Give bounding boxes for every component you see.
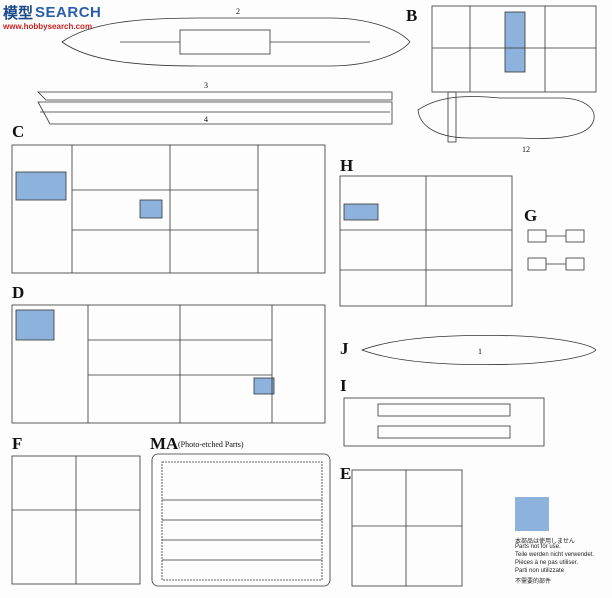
unused-parts-swatch — [515, 497, 549, 531]
sprue-label-i: I — [340, 376, 347, 395]
sprue-label-f: F — [12, 434, 23, 453]
part-number-2: 2 — [236, 7, 240, 16]
hull-deck — [61, 17, 411, 67]
deck-panel — [179, 29, 271, 55]
sprue-label-g: G — [524, 206, 538, 225]
notice-fr: Pièces à ne pas utiliser. — [515, 560, 579, 566]
sprue-ma-subtitle: (Photo-etched Parts) — [178, 440, 244, 449]
sprue-b-frame — [431, 5, 597, 93]
part-number-j1: 1 — [478, 347, 482, 356]
hull-side-upper — [37, 91, 393, 101]
sprue-b-highlight — [504, 11, 526, 73]
sprue-label-j: J — [340, 339, 349, 358]
watermark-hanzi: 模型 — [3, 3, 34, 22]
notice-de: Teile werden nicht verwendet. — [515, 552, 595, 558]
sprue-c-frame — [11, 144, 326, 274]
notice-it: Parti non utilizzate — [515, 568, 565, 574]
part-number-b12: 12 — [522, 145, 530, 154]
part-number-4: 4 — [204, 115, 208, 124]
sprue-label-ma: MA — [150, 434, 179, 453]
part-number-3: 3 — [204, 81, 208, 90]
sprue-j-hull — [360, 334, 597, 366]
sprue-label-b: B — [406, 6, 418, 25]
sprue-label-d: D — [12, 283, 25, 302]
watermark-word: SEARCH — [35, 3, 102, 21]
sprue-e-frame — [351, 469, 463, 587]
watermark-url: www.hobbysearch.com — [3, 22, 93, 31]
sprue-ma-frame — [151, 453, 331, 587]
notice-cn: 不需要的部件 — [515, 579, 552, 585]
hull-side-lower — [37, 101, 393, 125]
watermark-logo: 模型 SEARCH — [3, 2, 101, 22]
notice-en: Parts not for use. — [515, 544, 561, 550]
sprue-d-frame — [11, 304, 326, 424]
sprue-i-frame — [343, 397, 545, 447]
sprue-b-base — [417, 96, 595, 139]
notice-jp: 本部品は使用しません — [515, 539, 575, 545]
sprue-label-e: E — [340, 464, 352, 483]
sprue-label-h: H — [340, 156, 354, 175]
sprue-label-c: C — [12, 122, 25, 141]
